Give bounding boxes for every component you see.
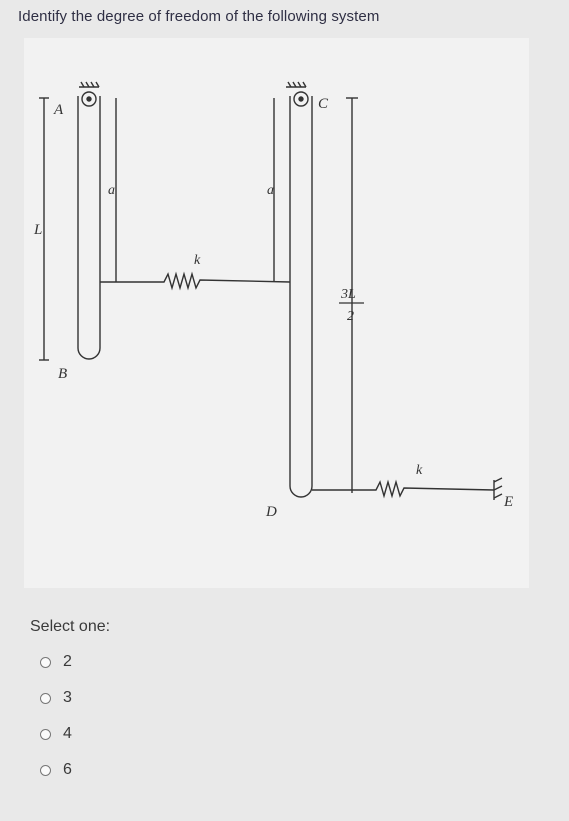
label-a-left: a <box>108 183 115 198</box>
label-B: B <box>58 366 67 382</box>
label-D: D <box>265 504 277 520</box>
option-label: 3 <box>63 689 72 706</box>
label-k-bottom: k <box>416 463 423 478</box>
label-E: E <box>503 494 513 510</box>
radio-button[interactable] <box>40 692 51 704</box>
select-one-label: Select one: <box>30 618 111 635</box>
label-2: 2 <box>347 309 354 324</box>
label-A: A <box>53 102 64 118</box>
option-label: 6 <box>63 761 72 778</box>
pivot-C <box>293 91 309 107</box>
radio-button[interactable] <box>40 728 51 740</box>
question-text: Identify the degree of freedom of the fo… <box>18 8 380 25</box>
radio-button[interactable] <box>40 656 51 668</box>
label-a-right: a <box>267 183 274 198</box>
label-3L: 3L <box>340 287 356 302</box>
radio-button[interactable] <box>40 764 51 776</box>
option-6[interactable]: 6 <box>40 752 110 788</box>
system-diagram: A B C D E L a a k k 3L 2 <box>24 38 529 588</box>
bar-AB <box>77 96 101 360</box>
pivot-A <box>81 91 97 107</box>
label-C: C <box>318 96 329 112</box>
label-L: L <box>33 222 42 238</box>
option-2[interactable]: 2 <box>40 644 110 680</box>
spring-top <box>100 271 291 291</box>
option-label: 4 <box>63 725 72 742</box>
answer-options: Select one: 2 3 4 6 <box>30 618 110 788</box>
bar-CD <box>289 96 313 498</box>
support-left-hatch <box>80 81 100 88</box>
option-4[interactable]: 4 <box>40 716 110 752</box>
option-label: 2 <box>63 653 72 670</box>
option-3[interactable]: 3 <box>40 680 110 716</box>
label-k-top: k <box>194 253 201 268</box>
diagram-svg: A B C D E L a a k k 3L 2 <box>33 81 513 520</box>
support-right-hatch <box>287 81 307 88</box>
spring-bottom <box>312 479 495 499</box>
